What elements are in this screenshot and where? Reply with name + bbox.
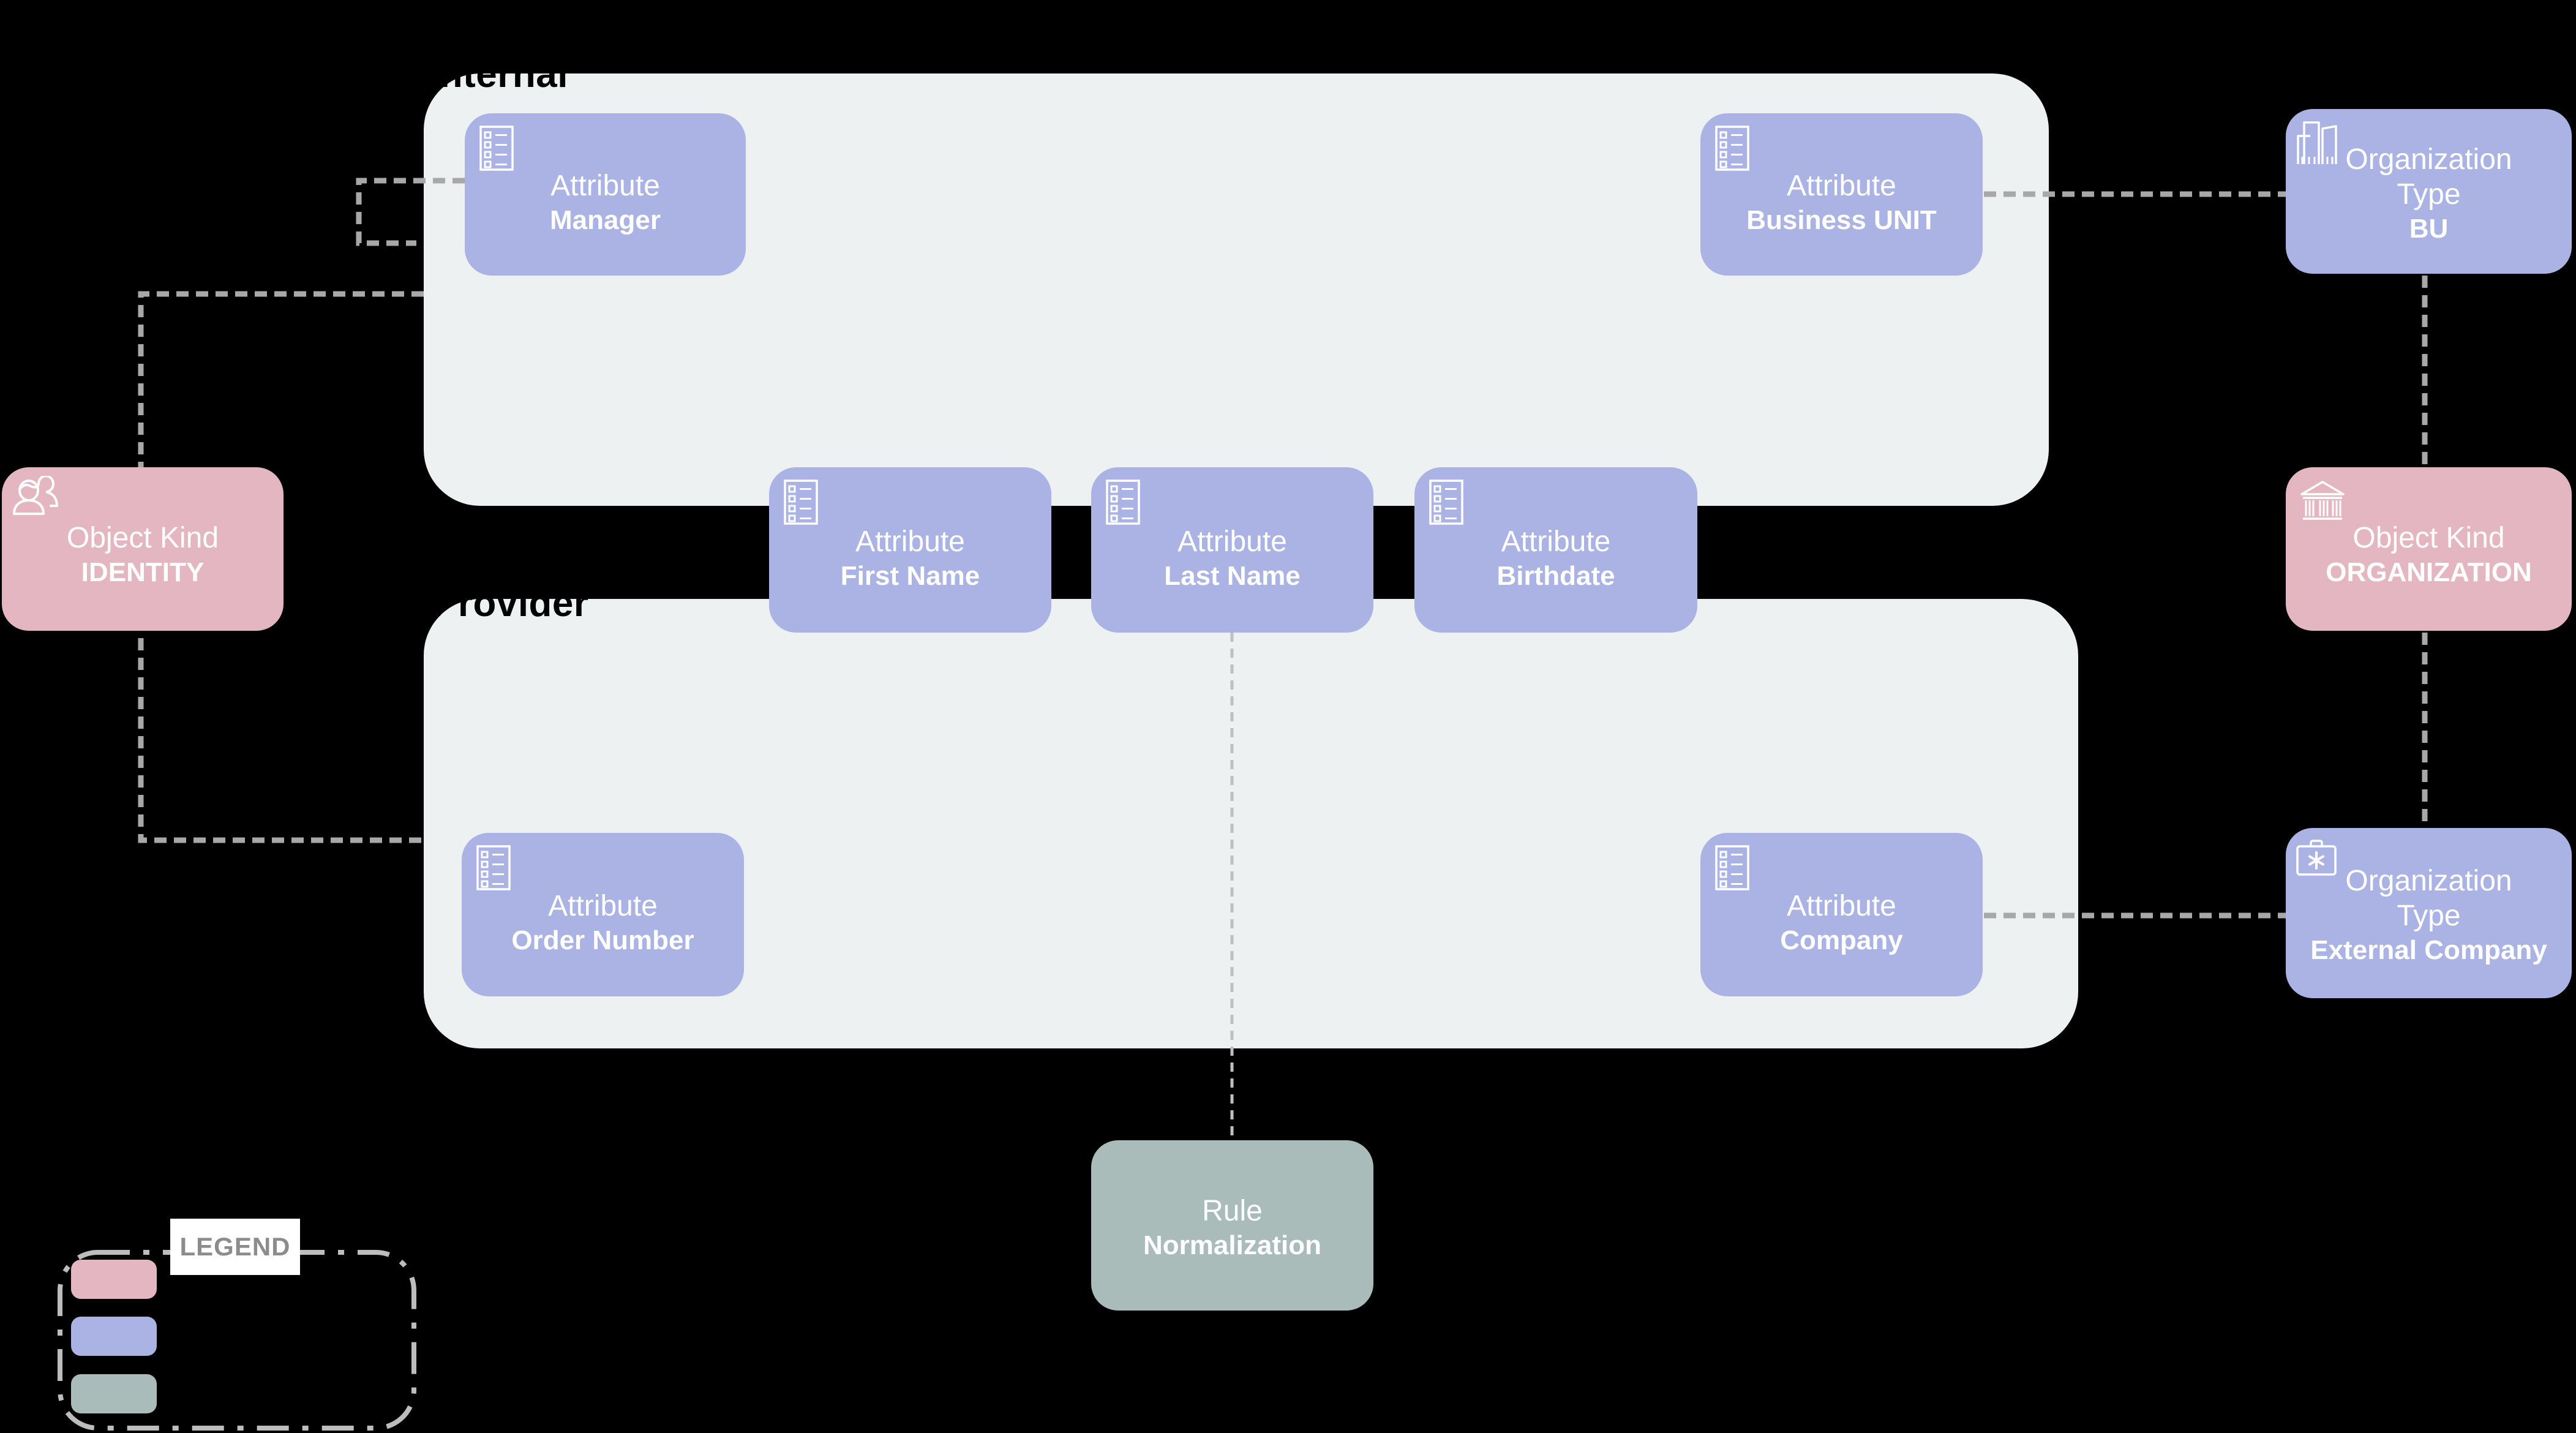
node-title: Attribute (550, 170, 660, 202)
node-name: Manager (550, 205, 661, 235)
node-title: Object Kind (2353, 522, 2505, 554)
node-title: Attribute (855, 525, 965, 558)
legend-title-box: LEGEND (170, 1219, 300, 1275)
node-organization-type-external-company: Organization Type External Company (2286, 828, 2572, 998)
node-object-kind-identity: Object Kind IDENTITY (2, 467, 284, 631)
node-title: Attribute (548, 890, 658, 922)
node-title-line2: Type (2397, 178, 2461, 211)
legend-swatch-object-kind (71, 1260, 157, 1299)
node-title: Rule (1202, 1194, 1263, 1227)
checklist-icon (479, 126, 514, 171)
buildings-icon (2296, 119, 2345, 167)
group-label-provider: Provider (432, 582, 589, 625)
node-title: Attribute (1787, 170, 1896, 202)
node-name: Last Name (1164, 560, 1301, 591)
checklist-icon (476, 845, 511, 890)
checklist-icon (1106, 480, 1140, 525)
node-name: Normalization (1143, 1230, 1321, 1260)
node-title-line1: Organization (2345, 143, 2512, 176)
node-title-line1: Organization (2345, 865, 2512, 897)
checklist-icon (1715, 845, 1749, 890)
node-attribute-birthdate: Attribute Birthdate (1414, 467, 1697, 633)
briefcase-icon (2296, 839, 2338, 877)
legend-swatch-attribute (71, 1317, 157, 1356)
bank-icon (2298, 480, 2347, 524)
group-label-internal: Internal (429, 53, 568, 96)
node-attribute-first-name: Attribute First Name (769, 467, 1051, 633)
node-attribute-order-number: Attribute Order Number (462, 833, 744, 996)
node-name: Order Number (511, 925, 694, 955)
checklist-icon (1429, 480, 1463, 525)
node-rule-normalization: Rule Normalization (1091, 1140, 1373, 1311)
node-attribute-manager: Attribute Manager (465, 113, 746, 276)
checklist-icon (784, 480, 818, 525)
node-name: ORGANIZATION (2326, 557, 2532, 587)
node-name: IDENTITY (81, 557, 205, 587)
node-attribute-business-unit: Attribute Business UNIT (1700, 113, 1983, 276)
node-name: External Company (2310, 935, 2547, 965)
node-name: BU (2409, 213, 2449, 244)
node-title: Object Kind (66, 522, 219, 554)
node-name: Birthdate (1496, 560, 1615, 591)
node-attribute-company: Attribute Company (1700, 833, 1983, 996)
node-title-line2: Type (2397, 900, 2461, 932)
checklist-icon (1715, 126, 1749, 171)
node-title: Attribute (1787, 890, 1896, 922)
node-name: First Name (840, 560, 980, 591)
node-title: Attribute (1501, 525, 1611, 558)
legend-swatch-rule (71, 1374, 157, 1413)
node-name: Company (1780, 925, 1903, 955)
connector-manager-loop (356, 178, 465, 246)
people-icon (12, 476, 62, 516)
node-title: Attribute (1177, 525, 1287, 558)
node-attribute-last-name: Attribute Last Name (1091, 467, 1373, 633)
legend-title: LEGEND (179, 1232, 291, 1261)
node-name: Business UNIT (1746, 205, 1937, 235)
node-organization-type-bu: Organization Type BU (2286, 109, 2572, 274)
node-object-kind-organization: Object Kind ORGANIZATION (2286, 467, 2572, 631)
